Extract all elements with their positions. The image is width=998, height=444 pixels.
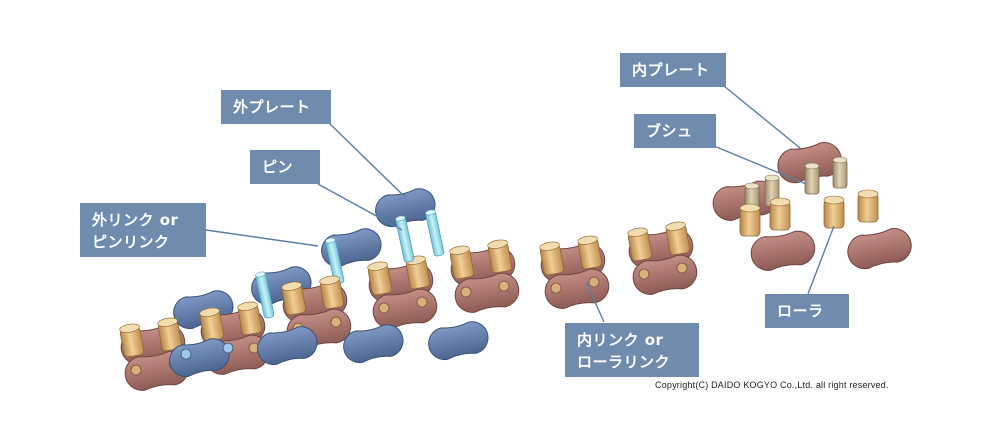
leader-inner-link [585, 281, 605, 323]
exploded-inner-link [626, 138, 915, 297]
label-outer-plate: 外プレート [221, 90, 331, 124]
leader-inner-plate [723, 85, 801, 149]
label-pin: ピン [250, 150, 320, 184]
label-inner-link: 内リンク or ローラリンク [565, 323, 699, 377]
leader-roller [807, 225, 835, 295]
label-inner-plate: 内プレート [620, 53, 726, 87]
label-outer-link: 外リンク or ピンリンク [80, 203, 206, 257]
copyright-notice: Copyright(C) DAIDO KOGYO Co.,Ltd. all ri… [655, 380, 889, 390]
exploded-outer-plate [372, 185, 445, 263]
label-roller: ローラ [765, 294, 849, 328]
leader-outer-link [205, 229, 319, 247]
assembled-chain [118, 225, 521, 393]
leader-pin [317, 183, 403, 231]
inner-link-standalone [538, 235, 611, 312]
label-bush: ブシュ [634, 114, 716, 148]
leader-outer-plate [327, 121, 407, 199]
leader-lines [205, 85, 835, 323]
leader-bush [713, 145, 807, 185]
